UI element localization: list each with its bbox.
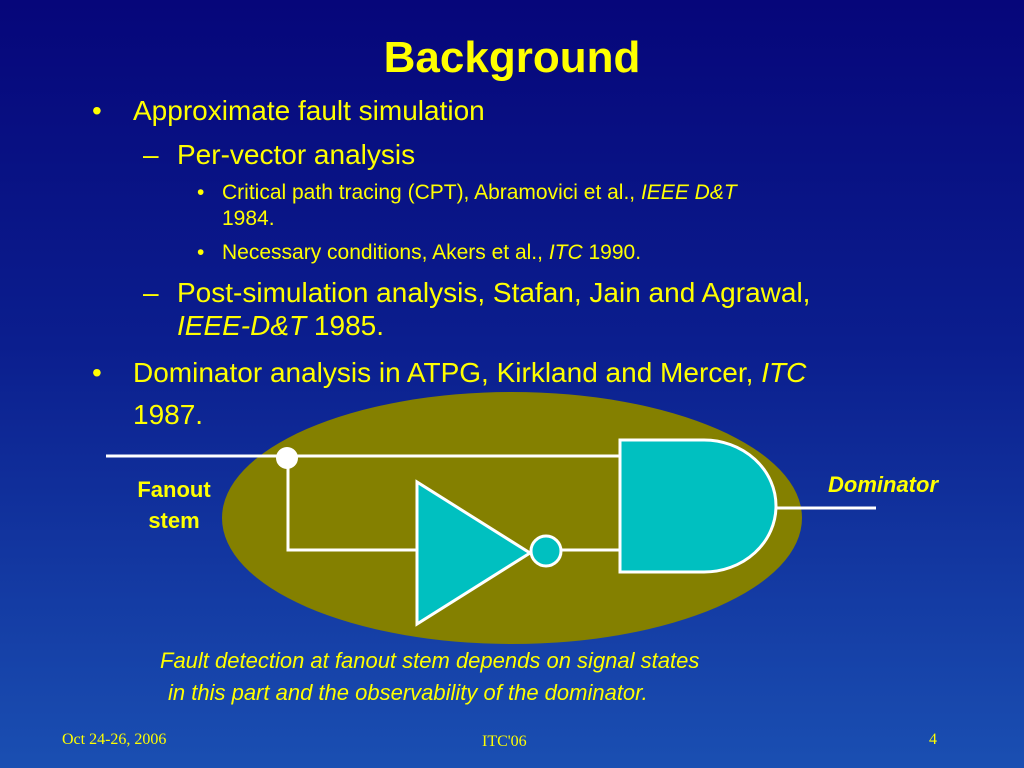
sub-bullet-marker: •: [197, 181, 205, 204]
bullet-dominator-analysis-cont: 1987.: [133, 398, 203, 432]
bullet-marker: •: [92, 95, 102, 126]
bullet-italic: IEEE-D&T: [177, 310, 307, 341]
dominator-label: Dominator: [828, 472, 938, 497]
footer-conference: ITC'06: [482, 733, 527, 750]
bullet-italic: ITC: [548, 241, 583, 264]
inverter-bubble: [529, 534, 563, 568]
bullet-marker: •: [92, 357, 102, 388]
slide-title: Background: [383, 33, 641, 82]
dash-marker: –: [143, 277, 159, 308]
bullet-italic: ITC: [761, 357, 807, 388]
bullet-text: Critical path tracing (CPT), Abramovici …: [222, 181, 641, 204]
bullet-dominator-analysis: Dominator analysis in ATPG, Kirkland and…: [133, 356, 806, 390]
fanout-point: [276, 447, 298, 469]
stem-label-line: stem: [148, 508, 200, 533]
fanout-stem-label: Fanout stem: [110, 474, 238, 536]
bullet-post-simulation-analysis-cont: IEEE-D&T 1985.: [177, 309, 384, 343]
bullet-approximate-fault-simulation: Approximate fault simulation: [133, 94, 485, 128]
bullet-text: Necessary conditions, Akers et al.,: [222, 241, 549, 264]
branch-bottom-wire: [286, 456, 417, 552]
bullet-per-vector-analysis: Per-vector analysis: [177, 138, 415, 172]
bullet-text: 1987.: [133, 399, 204, 430]
bullet-text: 1990.: [582, 241, 642, 264]
inverter-gate: [415, 479, 533, 627]
bullet-critical-path-tracing: Critical path tracing (CPT), Abramovici …: [222, 180, 737, 206]
fanout-label-line: Fanout: [137, 477, 211, 502]
and-gate-dominator: [618, 438, 778, 574]
bullet-post-simulation-analysis: Post-simulation analysis, Stafan, Jain a…: [177, 276, 810, 310]
bullet-text: Per-vector analysis: [177, 139, 416, 170]
caption-line-2: in this part and the observability of th…: [168, 680, 648, 705]
bullet-critical-path-tracing-cont: 1984.: [222, 206, 275, 232]
bullet-necessary-conditions: Necessary conditions, Akers et al., ITC …: [222, 240, 641, 266]
page-number: 4: [929, 731, 937, 748]
bullet-text: Post-simulation analysis, Stafan, Jain a…: [177, 277, 811, 308]
dash-marker: –: [143, 139, 159, 170]
caption-line-1: Fault detection at fanout stem depends o…: [160, 648, 700, 673]
footer-date: Oct 24-26, 2006: [62, 731, 167, 748]
bullet-text: Dominator analysis in ATPG, Kirkland and…: [133, 357, 762, 388]
bullet-text: 1984.: [222, 207, 275, 230]
bullet-text: Approximate fault simulation: [133, 95, 485, 126]
sub-bullet-marker: •: [197, 241, 205, 264]
bullet-text: 1985.: [306, 310, 384, 341]
bullet-italic: IEEE D&T: [640, 181, 737, 204]
